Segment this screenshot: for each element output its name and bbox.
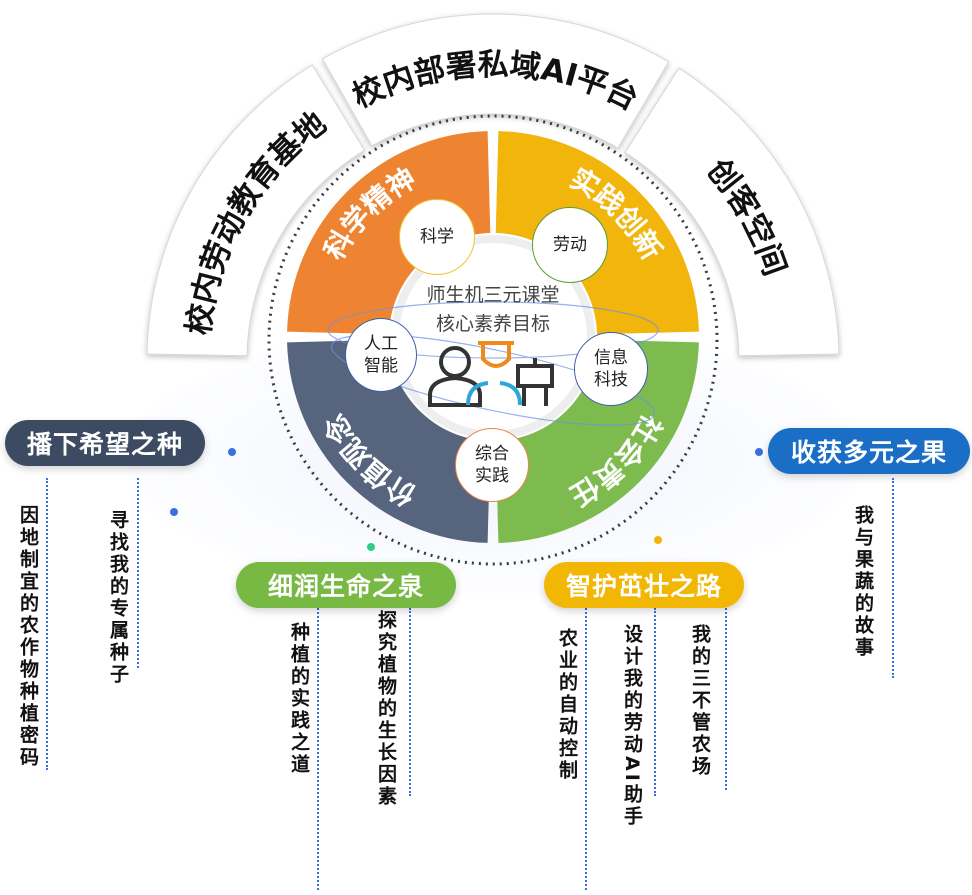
center-title-line1: 师生机三元课堂 — [426, 284, 560, 306]
stage-item: 设计我的劳动AI助手 — [621, 624, 643, 828]
subject-circle-it: 信息科技 — [574, 332, 648, 406]
subject-circle-ai: 人工智能 — [345, 318, 417, 392]
connector-line — [409, 608, 411, 796]
subject-label: 综合实践 — [475, 444, 509, 486]
dotted-ring — [267, 114, 719, 566]
subject-label: 人工智能 — [364, 334, 398, 376]
stage-item: 种植的实践之道 — [288, 622, 310, 776]
decor-dot — [228, 448, 236, 456]
outer-arch — [146, 13, 840, 357]
subject-label: 科学 — [420, 227, 454, 247]
arch-labor-base — [146, 64, 366, 357]
connector-line — [46, 478, 48, 770]
subject-label: 信息科技 — [594, 348, 628, 390]
arch-ai-platform — [321, 13, 670, 149]
stage-item: 因地制宜的农作物种植密码 — [17, 505, 39, 769]
core-ring — [287, 131, 699, 543]
quadrant-values — [287, 339, 491, 543]
subject-circle-labor: 劳动 — [532, 207, 608, 283]
decor-dot — [170, 508, 178, 516]
stage-guard-growth: 智护茁壮之路 — [544, 562, 744, 608]
decor-dot — [367, 543, 375, 551]
stage-item: 我的三不管农场 — [689, 624, 711, 778]
orbit-lines — [327, 301, 659, 426]
connector-line — [585, 608, 587, 890]
connector-line — [725, 600, 727, 790]
quadrant-social-responsibility — [495, 339, 699, 543]
decor-dot — [755, 448, 763, 456]
subject-circle-science: 科学 — [399, 199, 475, 275]
connector-line — [137, 478, 139, 668]
stage-item: 寻找我的专属种子 — [107, 510, 129, 686]
stage-item: 农业的自动控制 — [556, 628, 578, 782]
connector-line — [892, 478, 894, 678]
stage-harvest: 收获多元之果 — [768, 428, 970, 474]
arch-maker-space — [624, 67, 840, 357]
stage-nourish-life: 细润生命之泉 — [236, 562, 456, 608]
center-title-line2: 核心素养目标 — [435, 313, 550, 335]
stage-item: 我与果蔬的故事 — [852, 505, 874, 659]
stage-item: 探究植物的生长因素 — [375, 610, 397, 808]
teacher-student-robot-icon — [428, 341, 554, 407]
decor-dot — [654, 536, 662, 544]
connector-line — [317, 608, 319, 890]
subject-circle-practice: 综合实践 — [455, 428, 529, 502]
quadrant-scientific-spirit — [287, 131, 491, 335]
connector-line — [654, 608, 656, 796]
subject-label: 劳动 — [553, 235, 587, 255]
stage-sow-hope: 播下希望之种 — [5, 420, 205, 466]
